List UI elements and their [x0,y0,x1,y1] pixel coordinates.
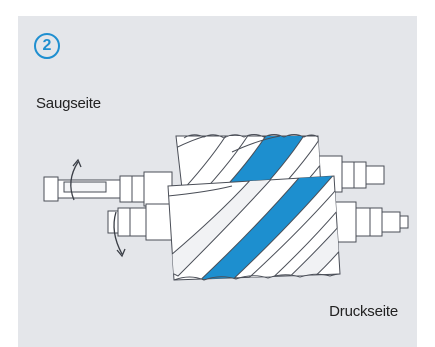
lower-left-shaft [108,204,172,240]
upper-left-shaft [44,172,172,206]
discharge-side-label: Druckseite [329,303,398,320]
diagram-panel: 2 Saugseite [18,16,417,347]
lower-right-shaft [334,202,408,242]
screw-rotor-diagram [18,16,417,347]
lower-rotor [158,172,358,286]
